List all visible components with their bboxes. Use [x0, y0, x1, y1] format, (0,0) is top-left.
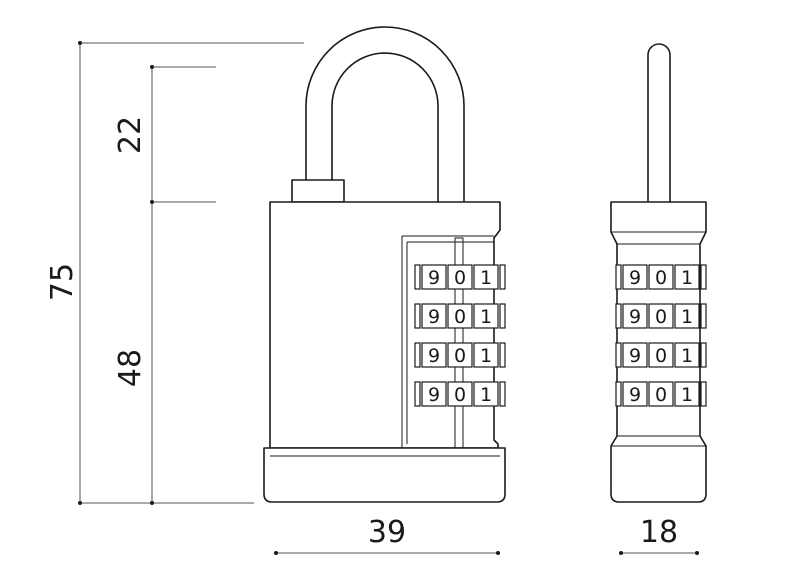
side-dial-digit: 9 — [629, 345, 641, 367]
side-dial-digit: 1 — [681, 267, 693, 289]
front-dial-digit: 1 — [480, 384, 492, 406]
shackle-side — [647, 43, 671, 204]
side-dial-digit: 0 — [655, 384, 667, 406]
front-dial-digit: 0 — [454, 384, 466, 406]
side-dial-digit: 9 — [629, 306, 641, 328]
side-dial-digit: 1 — [681, 384, 693, 406]
front-dial-digit: 9 — [428, 384, 440, 406]
side-dial-digit: 1 — [681, 306, 693, 328]
dimension-lines-vertical — [78, 41, 304, 505]
lock-base-front — [263, 447, 506, 503]
side-dial-digit: 0 — [655, 267, 667, 289]
dim-label-body-width: 39 — [368, 515, 406, 550]
front-dial-digit: 9 — [428, 345, 440, 367]
front-dial-digit: 1 — [480, 306, 492, 328]
side-dial-digit: 0 — [655, 345, 667, 367]
front-dial-digit: 0 — [454, 267, 466, 289]
front-dial-digit: 0 — [454, 306, 466, 328]
front-dial-digit: 0 — [454, 345, 466, 367]
front-dial-digit: 1 — [480, 267, 492, 289]
front-dial-digit: 1 — [480, 345, 492, 367]
shackle-front — [305, 26, 465, 204]
side-dial-digit: 9 — [629, 267, 641, 289]
side-dial-digit: 1 — [681, 345, 693, 367]
dim-label-shackle-clearance: 22 — [113, 116, 148, 154]
front-dial-digit: 9 — [428, 267, 440, 289]
dim-label-body-height: 48 — [113, 349, 148, 387]
shackle-collar — [291, 179, 345, 203]
dim-label-total-height: 75 — [45, 263, 80, 301]
front-dial-digit: 9 — [428, 306, 440, 328]
dim-label-body-depth: 18 — [640, 515, 678, 550]
side-dial-digit: 9 — [629, 384, 641, 406]
dimension-lines-horizontal — [274, 551, 699, 555]
side-dial-digit: 0 — [655, 306, 667, 328]
